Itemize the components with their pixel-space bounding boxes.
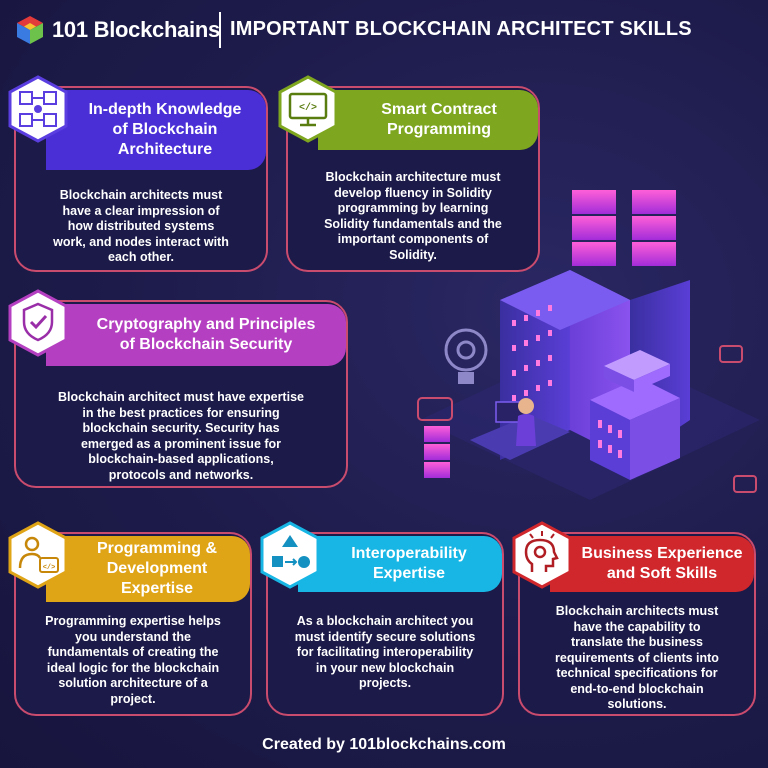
blockchain-network-icon: [8, 75, 68, 143]
brand-name: 101 Blockchains: [52, 17, 220, 42]
footer-credit: Created by 101blockchains.com: [262, 736, 506, 753]
card-body: Blockchain architect must have expertise…: [58, 390, 304, 482]
code-monitor-icon: </>: [278, 75, 338, 143]
shapes-flow-icon: [260, 521, 320, 589]
developer-icon: </>: [8, 521, 68, 589]
server-illustration: [417, 190, 760, 500]
svg-text:</>: </>: [43, 564, 56, 572]
svg-text:</>: </>: [299, 102, 317, 114]
logo-cube-icon: [17, 16, 43, 44]
page-title: IMPORTANT BLOCKCHAIN ARCHITECT SKILLS: [230, 18, 692, 40]
header-divider: [219, 12, 221, 48]
header: 101 Blockchains IMPORTANT BLOCKCHAIN ARC…: [0, 0, 768, 62]
head-gears-icon: [512, 521, 572, 589]
shield-check-icon: [8, 289, 68, 357]
